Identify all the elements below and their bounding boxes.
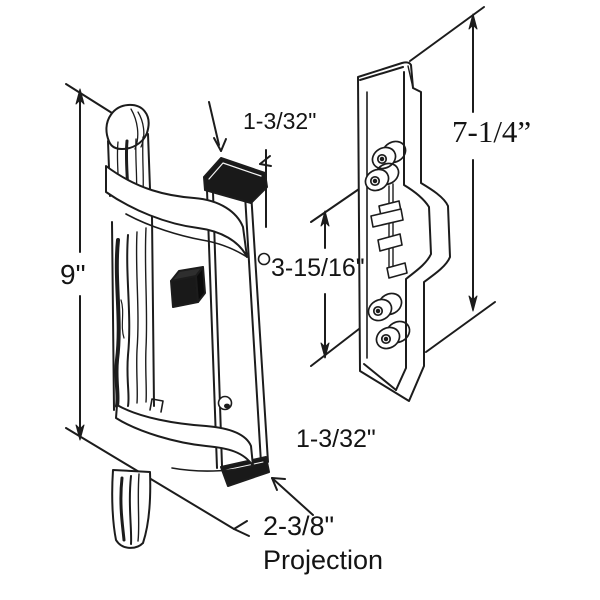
- handle-base-plate: [206, 175, 271, 469]
- dim-keeper-height: [409, 6, 496, 353]
- keeper-plate: [357, 61, 451, 402]
- dim-label-plate-width-bottom: 1-3/32": [296, 425, 376, 453]
- dim-label-hole-spacing: 3-15/16": [271, 254, 365, 282]
- bottom-end-cap: [220, 456, 270, 487]
- dim-projection: [233, 520, 250, 537]
- dim-overall-height: [65, 83, 235, 530]
- projection-caption: Projection: [263, 545, 384, 575]
- projection-value: 2-3/8": [263, 511, 335, 541]
- dim-label-plate-width-top: 1-3/32": [243, 108, 317, 134]
- plate-screw-hole-top: [257, 252, 271, 266]
- screw-bosses: [364, 140, 411, 350]
- lower-bracket: [115, 398, 254, 472]
- dim-label-projection: 2-3/8" Projection: [263, 509, 383, 577]
- wood-grip: [105, 103, 155, 549]
- latch-block: [170, 266, 206, 308]
- screw-boss-2: [364, 162, 400, 192]
- dim-label-overall-height: 9": [60, 259, 86, 290]
- screw-boss-3: [367, 292, 403, 322]
- top-end-cap: [203, 157, 268, 204]
- dim-plate-width-bottom: [271, 477, 314, 516]
- dim-label-keeper-height: 7-1/4”: [452, 114, 532, 149]
- keeper-pegs: [370, 200, 408, 279]
- screw-boss-4: [375, 320, 411, 350]
- upper-bracket: [105, 165, 248, 258]
